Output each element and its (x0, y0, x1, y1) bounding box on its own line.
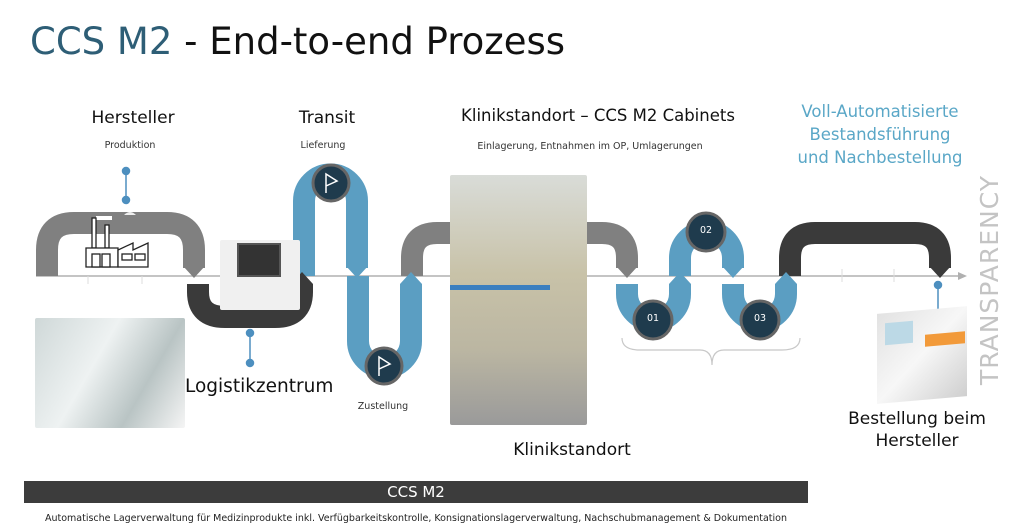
office-window (885, 320, 913, 346)
cabinet-blue-rail (450, 285, 550, 290)
step-label-01: 01 (646, 313, 660, 324)
segment-logistik (187, 284, 313, 328)
segment-klinik-out (585, 222, 638, 268)
stage-klinikstandort-title: Klinikstandort (513, 440, 631, 460)
title-accent: CCS M2 (30, 20, 173, 63)
factory-icon (85, 212, 149, 268)
transparency-label: TRANSPARENCY (975, 174, 1004, 385)
footer-caption: Automatische Lagerverwaltung für Medizin… (44, 513, 788, 524)
automation-line3: und Nachbestellung (797, 148, 963, 167)
cabinet-photo (450, 175, 587, 425)
stage-hersteller-sub: Produktion (104, 140, 156, 151)
automation-line1: Voll-Automatisierte (801, 102, 959, 121)
stage-hersteller-title: Hersteller (91, 108, 175, 128)
arrow-tips (183, 266, 951, 284)
stage-klinik-title: Klinikstandort – CCS M2 Cabinets (461, 106, 735, 125)
segment-hersteller (36, 212, 205, 276)
automation-heading: Voll-Automatisierte Bestandsführung und … (780, 100, 980, 169)
stage-logistik-title: Logistikzentrum (185, 376, 334, 397)
stage-transit-sub: Lieferung (300, 140, 346, 151)
segment-automation (779, 222, 951, 276)
footer-bar: CCS M2 (24, 481, 808, 503)
office-illustration (877, 306, 967, 404)
step-label-03: 03 (753, 313, 767, 324)
automation-line2: Bestandsführung (809, 125, 951, 144)
bestellung-line2: Hersteller (875, 431, 959, 451)
page-title: CCS M2 - End-to-end Prozess (30, 20, 565, 63)
flag-icon (311, 163, 351, 203)
title-main: - End-to-end Prozess (172, 20, 566, 63)
stage-klinik-sub: Einlagerung, Entnahmen im OP, Umlagerung… (477, 141, 703, 152)
laptop-scanner-image (220, 240, 300, 310)
bestellung-line1: Bestellung beim (848, 409, 986, 429)
stage-bestellung-title: Bestellung beim Hersteller (837, 408, 997, 452)
stage-transit-title: Transit (298, 108, 356, 128)
timeline-arrow (958, 272, 967, 280)
stage-zustellung-sub: Zustellung (357, 401, 409, 412)
office-accent (925, 331, 965, 347)
flag-icon (364, 346, 404, 386)
segment-klinik-in (401, 222, 455, 276)
laptop-screen (237, 243, 281, 277)
steps-brace (621, 337, 801, 366)
step-label-02: 02 (699, 225, 713, 236)
implant-photo (35, 318, 185, 428)
